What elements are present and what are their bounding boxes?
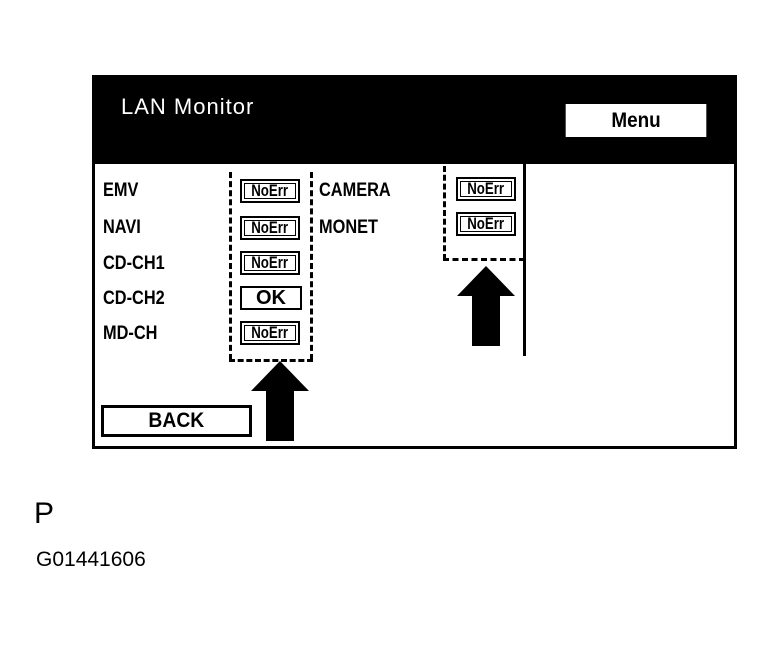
status-badge-emv: NoErr — [240, 179, 300, 203]
status-badge-cd-ch2: OK — [240, 286, 302, 310]
device-label-monet: MONET — [319, 217, 379, 238]
lan-monitor-screen: LAN Monitor Menu EMV NAVI CD-CH1 CD-CH2 … — [92, 75, 737, 449]
figure-id: G01441606 — [36, 548, 146, 571]
device-label-emv: EMV — [103, 180, 139, 201]
device-label-cd-ch1: CD-CH1 — [103, 253, 165, 274]
screen-title: LAN Monitor — [121, 94, 255, 119]
status-badge-navi: NoErr — [240, 216, 300, 240]
highlight-box-bottom-edge — [229, 359, 313, 362]
status-badge-monet: NoErr — [456, 212, 516, 236]
arrow-up-icon — [457, 266, 515, 346]
caption-letter: P — [34, 497, 55, 530]
status-badge-camera: NoErr — [456, 177, 516, 201]
status-badge-cd-ch1: NoErr — [240, 251, 300, 275]
highlight-box-right-group-bottom-edge — [443, 258, 525, 261]
status-badge-md-ch: NoErr — [240, 321, 300, 345]
device-label-md-ch: MD-CH — [103, 323, 158, 344]
device-label-camera: CAMERA — [319, 180, 391, 201]
highlight-box-right-edge — [310, 172, 313, 360]
arrow-up-icon — [251, 361, 309, 441]
title-bar: LAN Monitor Menu — [95, 78, 734, 164]
highlight-box-right-group-left-edge — [443, 166, 446, 260]
menu-button[interactable]: Menu — [565, 104, 707, 137]
back-button[interactable]: BACK — [101, 405, 252, 437]
highlight-box-left-edge — [229, 172, 232, 360]
device-label-navi: NAVI — [103, 217, 141, 238]
device-label-cd-ch2: CD-CH2 — [103, 288, 165, 309]
